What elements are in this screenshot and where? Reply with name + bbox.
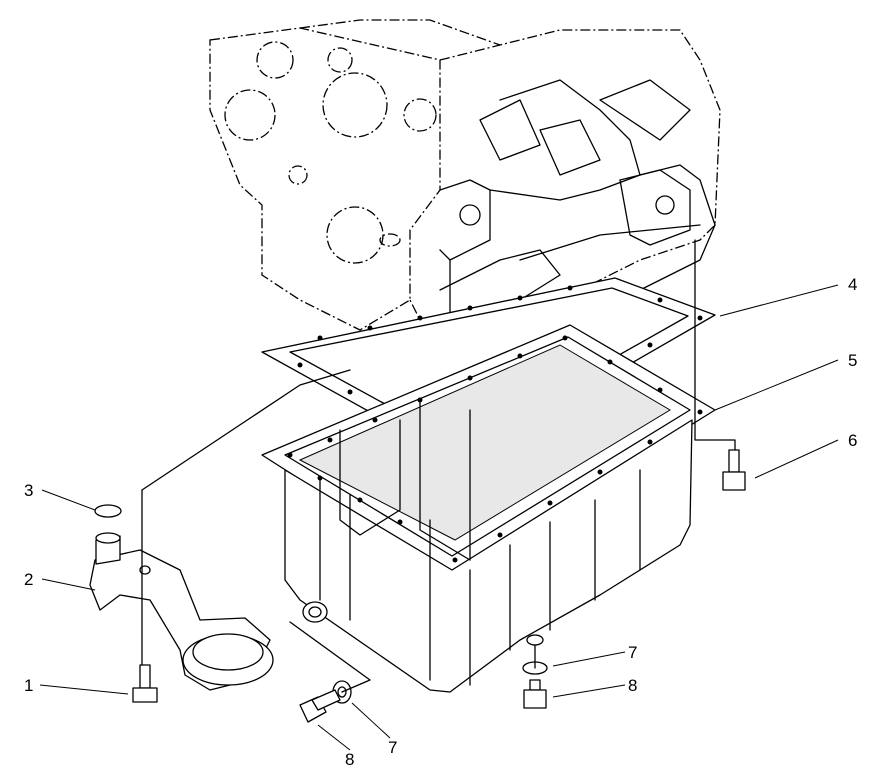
callout-3: 3 bbox=[24, 481, 33, 500]
drain-plug-side bbox=[299, 689, 341, 723]
callout-7-bottom: 7 bbox=[628, 643, 637, 662]
leader-lines bbox=[39, 284, 839, 751]
alignment-lines bbox=[141, 239, 736, 693]
callout-2: 2 bbox=[24, 570, 33, 589]
oil-pan bbox=[261, 324, 716, 693]
oil-strainer bbox=[89, 532, 274, 691]
pan-bolt bbox=[722, 449, 746, 491]
callout-6: 6 bbox=[848, 431, 857, 450]
callout-8-bottom: 8 bbox=[628, 676, 637, 695]
strainer-o-ring bbox=[94, 504, 122, 518]
callout-1: 1 bbox=[24, 676, 33, 695]
callout-4: 4 bbox=[848, 275, 857, 294]
callout-5: 5 bbox=[848, 351, 857, 370]
callout-7-side: 7 bbox=[388, 738, 397, 757]
drain-plug-bottom bbox=[523, 679, 547, 709]
strainer-bolt bbox=[132, 664, 158, 703]
callout-8-side: 8 bbox=[345, 750, 354, 769]
